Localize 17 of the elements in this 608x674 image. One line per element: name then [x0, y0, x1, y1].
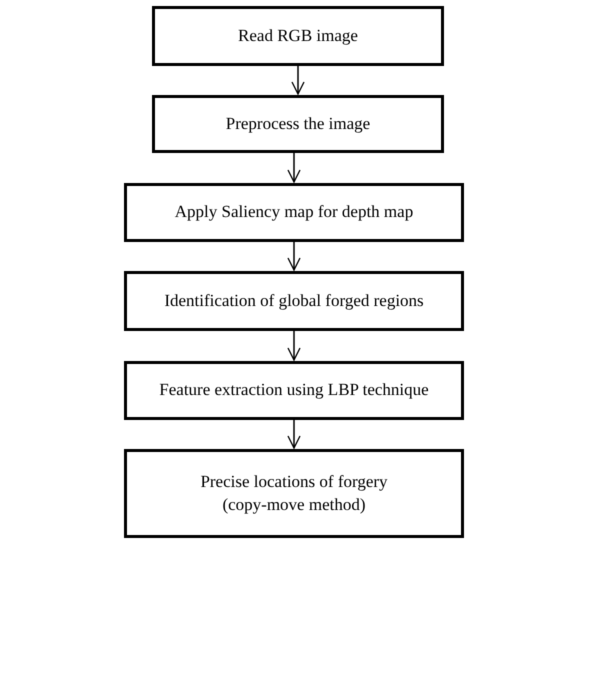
process-box — [152, 95, 444, 153]
arrow — [287, 242, 301, 271]
process-box — [124, 449, 464, 538]
process-box — [152, 6, 444, 66]
step-text: Read RGB image — [238, 24, 358, 47]
step-text: Feature extraction using LBP technique — [159, 379, 429, 402]
step-text: Apply Saliency map for depth map — [174, 201, 414, 224]
arrow — [287, 331, 301, 361]
process-box — [124, 361, 464, 420]
step-text: Identification of global forged regions — [164, 290, 424, 312]
process-box — [124, 271, 464, 331]
arrow — [287, 153, 301, 183]
arrow — [291, 66, 305, 95]
arrow — [287, 420, 301, 449]
step-text: Precise locations of forgery (copy-move method) — [199, 471, 389, 516]
process-box — [124, 183, 464, 242]
step-text: Preprocess the image — [226, 112, 370, 135]
